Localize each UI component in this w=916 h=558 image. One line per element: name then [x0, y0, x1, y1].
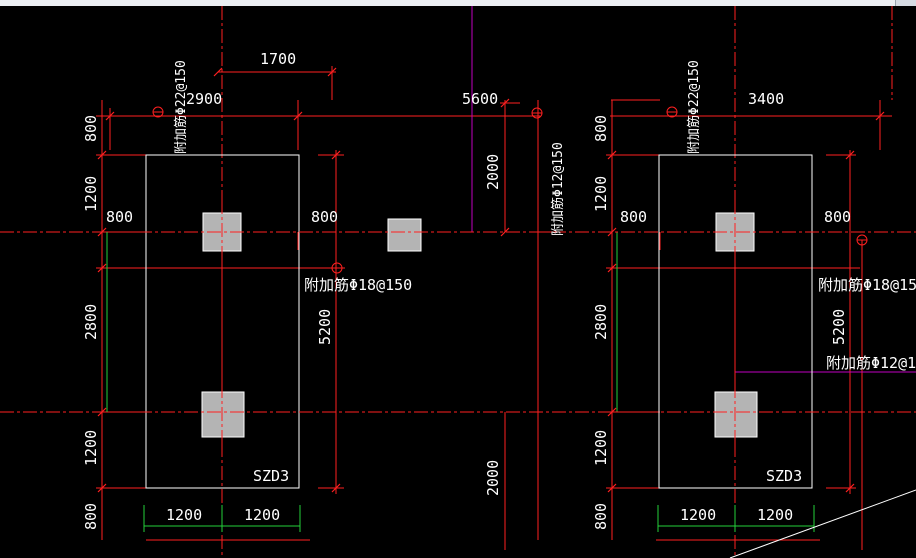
dim-bottom-1: 1200 — [166, 506, 202, 524]
window-tab-strip — [0, 0, 916, 6]
dim-bottom-2: 1200 — [757, 506, 793, 524]
dim-bottom-2: 1200 — [244, 506, 280, 524]
dim-right-height: 5200 — [830, 309, 848, 345]
dim-left-5: 800 — [592, 503, 610, 530]
footing-outline-right[interactable] — [658, 154, 813, 489]
dim-left-1: 800 — [82, 115, 100, 142]
extension-lines — [106, 232, 815, 532]
dim-upper: 2000 — [484, 154, 502, 190]
dim-left-4: 1200 — [592, 430, 610, 466]
dim-top-span: 5600 — [462, 90, 498, 108]
diagonal-line — [729, 489, 916, 558]
dim-lower: 2000 — [484, 460, 502, 496]
footing-label: SZD3 — [766, 467, 802, 485]
column[interactable] — [201, 391, 245, 438]
dim-side-right: 800 — [311, 208, 338, 226]
dim-left-3: 2800 — [82, 304, 100, 340]
dim-right-height: 5200 — [316, 309, 334, 345]
dim-side-right: 800 — [824, 208, 851, 226]
footing-label: SZD3 — [253, 467, 289, 485]
rebar-note-right: 附加筋Φ18@150 — [304, 276, 412, 294]
dim-side-left: 800 — [106, 208, 133, 226]
dim-left-1: 800 — [592, 115, 610, 142]
rebar-note-lower: 附加筋Φ12@150 — [826, 354, 916, 372]
dim-left-2: 1200 — [592, 176, 610, 212]
rebar-note-top: 附加筋Φ22@150 — [173, 60, 189, 154]
dim-left-3: 2800 — [592, 304, 610, 340]
column[interactable] — [714, 391, 758, 438]
dim-left-4: 1200 — [82, 430, 100, 466]
dim-top-width: 2900 — [186, 90, 222, 108]
window-tab[interactable] — [575, 0, 896, 6]
dim-bottom-1: 1200 — [680, 506, 716, 524]
dim-left-5: 800 — [82, 503, 100, 530]
rebar-note-top: 附加筋Φ22@150 — [686, 60, 702, 154]
dim-top-width: 3400 — [748, 90, 784, 108]
column[interactable] — [387, 218, 422, 252]
magenta-lines — [471, 6, 916, 373]
footing-outline-left[interactable] — [145, 154, 300, 489]
rebar-note-middle: 附加筋Φ12@150 — [550, 142, 566, 236]
dim-offset: 1700 — [260, 50, 296, 68]
rebar-markers — [152, 106, 868, 274]
dim-left-2: 1200 — [82, 176, 100, 212]
rebar-note-right: 附加筋Φ18@150 — [818, 276, 916, 294]
dim-side-left: 800 — [620, 208, 647, 226]
